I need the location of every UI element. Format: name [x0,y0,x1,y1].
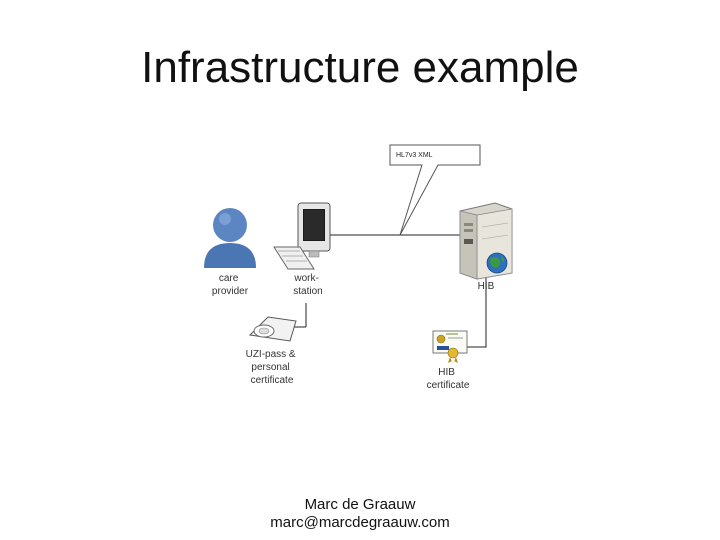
certificate-icon [432,330,468,364]
card-reader-icon [248,316,297,342]
care-provider-label: care provider [212,273,249,297]
footer-email: marc@marcdegraauw.com [270,514,450,531]
footer-author: Marc de Graauw [304,496,416,513]
hl7v3-callout: HL7v3 XML [389,144,481,236]
globe-icon [486,252,508,274]
hib-server-label: HIB [478,281,495,292]
person-icon [204,208,256,268]
uzi-pass-line-2: personal [251,362,289,373]
care-provider-line-1: care [219,273,239,284]
workstation-line-2: station [293,286,322,297]
callout-label: HL7v3 XML [396,152,433,159]
footer: Marc de Graauw marc@marcdegraauw.com [0,496,720,532]
hib-certificate-label: HIB certificate [427,367,470,391]
uzi-pass-label: UZI-pass & personal certificate [246,349,299,386]
uzi-pass-line-3: certificate [251,375,294,386]
infrastructure-diagram: HL7v3 XML care provider work- station [204,144,513,391]
workstation-line-1: work- [293,273,318,284]
uzi-pass-line-1: UZI-pass & [246,349,296,360]
slide-title: Infrastructure example [141,43,579,92]
hib-certificate-line-1: HIB [438,367,455,378]
hib-certificate-line-2: certificate [427,380,470,391]
workstation-icon [273,202,331,270]
care-provider-line-2: provider [212,286,249,297]
workstation-label: work- station [293,273,322,297]
